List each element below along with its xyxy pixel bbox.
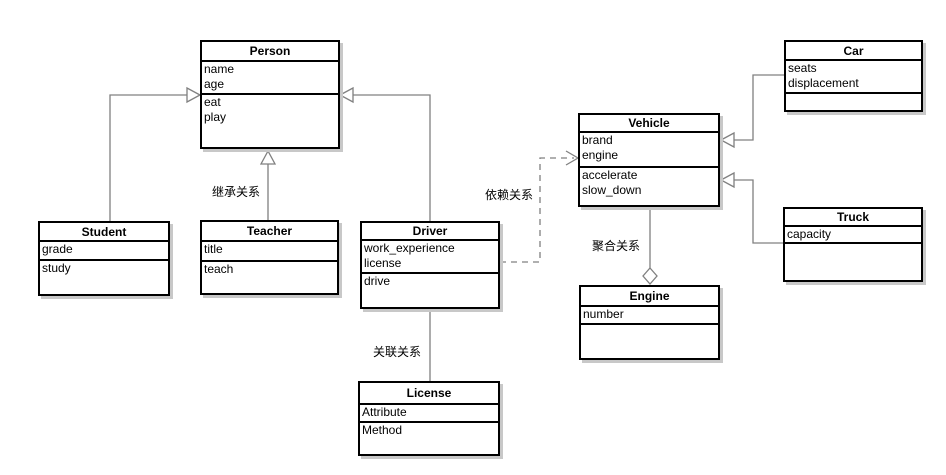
method-row: play bbox=[204, 110, 227, 124]
class-license-title: License bbox=[406, 386, 452, 400]
class-teacher-attributes: title bbox=[202, 240, 337, 260]
attribute-row: grade bbox=[42, 242, 73, 256]
attribute-row: license bbox=[364, 256, 402, 270]
class-car-title: Car bbox=[843, 43, 864, 58]
class-driver: Driver work_experience license drive bbox=[360, 221, 500, 309]
attribute-row: number bbox=[583, 307, 624, 321]
class-engine-title: Engine bbox=[629, 289, 670, 303]
class-license: License Attribute Method bbox=[358, 381, 500, 456]
class-vehicle-title: Vehicle bbox=[628, 116, 670, 130]
method-row: accelerate bbox=[582, 168, 638, 182]
class-license-methods: Method bbox=[360, 421, 498, 454]
label-aggregation: 聚合关系 bbox=[592, 239, 641, 253]
class-student-methods: study bbox=[40, 259, 168, 294]
class-car-methods bbox=[786, 92, 921, 110]
class-car-attributes: seats displacement bbox=[786, 59, 921, 92]
label-association: 关联关系 bbox=[373, 345, 422, 359]
class-engine: Engine number bbox=[579, 285, 720, 360]
attribute-row: work_experience bbox=[364, 241, 455, 255]
class-license-attributes: Attribute bbox=[360, 403, 498, 421]
class-truck: Truck capacity bbox=[783, 207, 923, 282]
inheritance-triangle-icon bbox=[719, 131, 735, 149]
inheritance-triangle-icon bbox=[186, 86, 202, 104]
method-row: eat bbox=[204, 95, 221, 109]
class-car: Car seats displacement bbox=[784, 40, 923, 112]
class-truck-title: Truck bbox=[836, 210, 869, 224]
class-student: Student grade study bbox=[38, 221, 170, 296]
class-driver-title: Driver bbox=[412, 224, 448, 238]
class-driver-attributes: work_experience license bbox=[362, 239, 498, 272]
label-inheritance: 继承关系 bbox=[212, 185, 261, 199]
connector-driver-person-inheritance bbox=[338, 86, 431, 221]
class-person-methods: eat play bbox=[202, 93, 338, 147]
class-vehicle: Vehicle brand engine accelerate slow_dow… bbox=[578, 113, 720, 207]
aggregation-diamond-icon bbox=[642, 267, 658, 285]
attribute-row: age bbox=[204, 77, 225, 91]
method-row: Method bbox=[362, 423, 403, 437]
attribute-row: brand bbox=[582, 133, 613, 147]
connector-car-vehicle-inheritance bbox=[719, 74, 784, 149]
class-person-attributes: name age bbox=[202, 60, 338, 93]
attribute-row: engine bbox=[582, 148, 619, 162]
inheritance-triangle-icon bbox=[719, 171, 735, 189]
attribute-row: Attribute bbox=[362, 405, 407, 419]
class-teacher: Teacher title teach bbox=[200, 220, 339, 295]
inheritance-triangle-icon bbox=[338, 86, 354, 104]
method-row: study bbox=[42, 261, 71, 275]
label-dependency: 依赖关系 bbox=[485, 188, 534, 202]
class-truck-attributes: capacity bbox=[785, 225, 921, 242]
class-truck-methods bbox=[785, 242, 921, 280]
method-row: drive bbox=[364, 274, 391, 288]
method-row: teach bbox=[204, 262, 234, 276]
connector-student-person-inheritance bbox=[109, 86, 202, 221]
class-engine-attributes: number bbox=[581, 305, 718, 323]
class-person: Person name age eat play bbox=[200, 40, 340, 149]
connector-teacher-person-inheritance bbox=[259, 149, 277, 220]
class-vehicle-attributes: brand engine bbox=[580, 131, 718, 166]
class-vehicle-methods: accelerate slow_down bbox=[580, 166, 718, 205]
class-teacher-title: Teacher bbox=[246, 224, 293, 238]
attribute-row: name bbox=[204, 62, 235, 76]
connector-truck-vehicle-inheritance bbox=[719, 171, 783, 244]
connector-driver-vehicle-dependency bbox=[500, 150, 580, 263]
class-student-title: Student bbox=[81, 224, 127, 239]
attribute-row: displacement bbox=[788, 76, 859, 90]
attribute-row: seats bbox=[788, 61, 817, 75]
class-student-attributes: grade bbox=[40, 240, 168, 259]
class-teacher-methods: teach bbox=[202, 260, 337, 293]
class-driver-methods: drive bbox=[362, 272, 498, 307]
inheritance-triangle-icon bbox=[259, 149, 277, 165]
class-engine-methods bbox=[581, 323, 718, 358]
attribute-row: capacity bbox=[787, 227, 832, 241]
class-person-title: Person bbox=[249, 44, 291, 58]
method-row: slow_down bbox=[582, 183, 642, 197]
attribute-row: title bbox=[204, 242, 223, 256]
connector-vehicle-engine-aggregation bbox=[642, 207, 658, 285]
